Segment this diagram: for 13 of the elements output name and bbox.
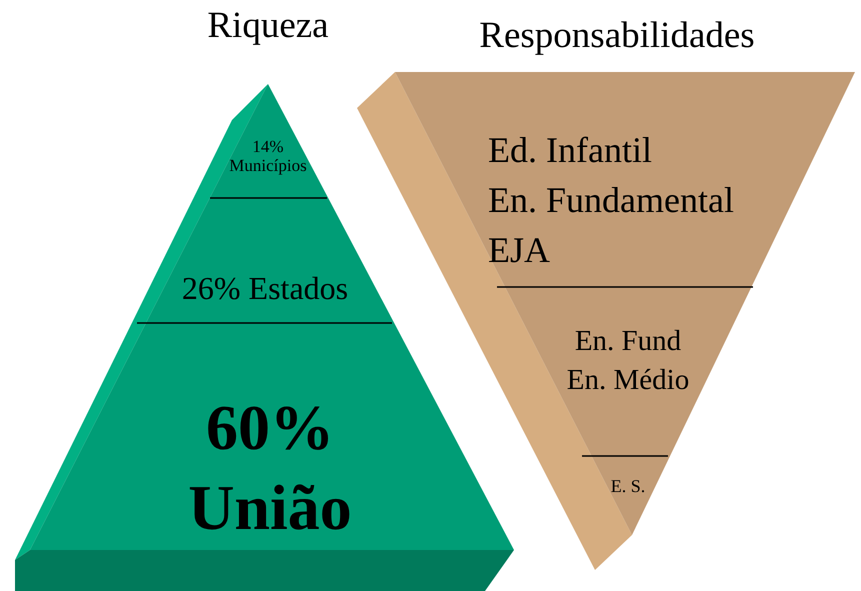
responsibility-label: En. Fundamental [488, 179, 734, 222]
tier-percentage: 60% [206, 391, 334, 465]
pyramid-title: Riqueza [206, 4, 330, 48]
responsibility-label: Ed. Infantil [488, 129, 652, 172]
responsibility-label: En. Médio [566, 363, 690, 398]
responsibility-label: E. S. [610, 475, 646, 497]
responsibility-label: EJA [488, 229, 550, 272]
tier-label: 26% Estados [182, 269, 348, 308]
tier-label: União [188, 471, 352, 545]
tier-label: Municípios [229, 156, 307, 175]
inverted-pyramid-title: Responsabilidades [478, 14, 756, 58]
tier-percentage: 14% [252, 137, 284, 156]
responsibility-label: En. Fund [574, 324, 682, 359]
